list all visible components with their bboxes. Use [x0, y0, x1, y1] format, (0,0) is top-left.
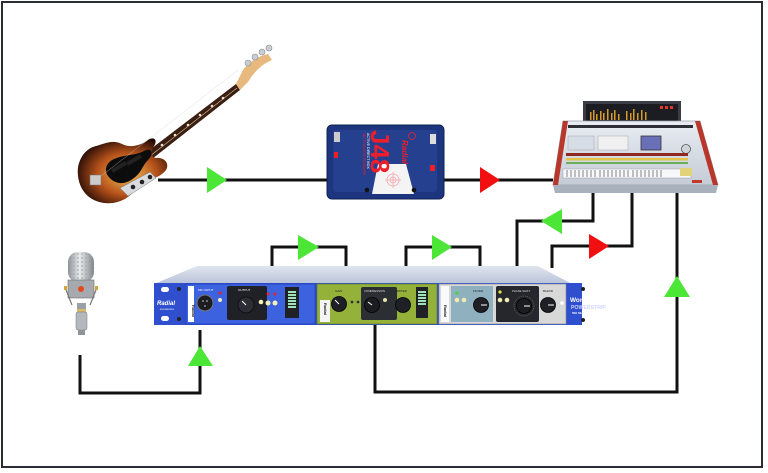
preamp-mic-input-label: MIC INPUT: [198, 288, 214, 292]
module-compressor: Radial GAIN COMPRESSION LIMITER: [316, 283, 438, 325]
preamp-xlr-input[interactable]: [196, 294, 214, 312]
arrow-green-comp-mixer: [664, 276, 690, 297]
j48-direct-box: J48 ACTIVE DIRECT BOX 48V PHANTOM POWERE…: [326, 124, 445, 200]
comp-limiter-knob[interactable]: [395, 297, 411, 313]
comp-gain-label: GAIN: [335, 289, 342, 293]
arrow-green-mixer-return: [541, 209, 562, 234]
arrow-green-bass-j48: [207, 167, 227, 193]
arrows: [188, 167, 690, 366]
ribbon-microphone: [64, 252, 98, 335]
eq-phase-label: PHASE SHIFT: [512, 289, 531, 293]
module-phase-eq: Radial FILTER PHASE SHIFT BLEND: [438, 283, 567, 325]
mic-red-badge: [78, 286, 84, 292]
j48-brand-logo: Radial: [400, 140, 409, 165]
bass-control-plate: [119, 171, 157, 197]
rack-model-line1: Workhorse: [570, 297, 604, 304]
mixer-jog-wheel: [681, 144, 691, 154]
bass-headstock: [236, 54, 272, 90]
j48-crosshair-icon: [385, 172, 401, 188]
rack-brand-sub: ENGINEERING: [160, 309, 174, 311]
j48-subtitle: ACTIVE DIRECT BOX: [366, 133, 370, 169]
bass-guitar: [77, 44, 273, 204]
eq-filter-label: FILTER: [473, 289, 484, 293]
arrow-green-mic-preamp: [188, 346, 213, 366]
eq-brand: Radial: [443, 305, 448, 317]
mixer-screen: [640, 135, 662, 151]
arrow-green-comp-eq: [432, 235, 452, 260]
eq-blend-label: BLEND: [543, 289, 554, 293]
preamp-brand: Radial: [191, 305, 196, 317]
arrow-red-send-mixer: [589, 234, 609, 259]
arrow-red-j48-mixer: [480, 167, 500, 193]
j48-tagline: 48V PHANTOM POWERED: [362, 133, 366, 176]
cable-mixer-to-rack-return: [515, 193, 595, 268]
rack-model-line2: POWERSTRIP: [571, 305, 606, 311]
mixing-console: [552, 101, 719, 193]
workhorse-powerstrip-rack: Radial ENGINEERING Workhorse POWERSTRIP …: [154, 266, 606, 325]
comp-limiter-label: LIMITER: [395, 289, 408, 293]
j48-model-label: J48: [365, 130, 395, 173]
rack-model-line3: 500 SERIES RACK: [572, 311, 599, 315]
comp-brand: Radial: [323, 303, 328, 315]
rack-top-cover: [154, 266, 572, 284]
preamp-output-label: OUTPUT: [238, 288, 251, 292]
rack-ear-right: Workhorse POWERSTRIP 500 SERIES RACK: [570, 286, 606, 322]
rack-brand-logo: Radial: [157, 301, 175, 307]
diagram-frame: [1, 1, 763, 468]
rack-ear-left: Radial ENGINEERING: [157, 287, 181, 321]
arrow-green-preamp-comp: [298, 235, 319, 260]
module-preamp: MIC INPUT OUTPUT Radial: [185, 283, 316, 325]
cable-mic-to-preamp: [78, 330, 202, 395]
comp-compression-label: COMPRESSION: [364, 289, 385, 293]
